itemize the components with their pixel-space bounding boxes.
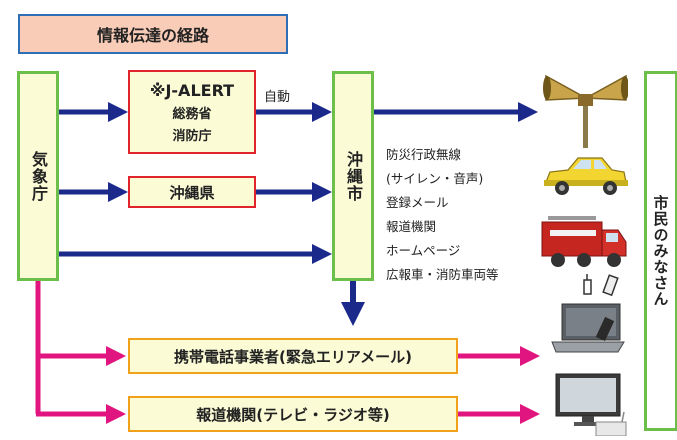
channel-item: 報道機関: [386, 219, 437, 234]
jalert-label: ※J-ALERT: [149, 80, 235, 100]
channel-item: 広報車・消防車両等: [386, 267, 499, 282]
jalert-agency: 消防庁: [172, 128, 212, 144]
mobile-phone-icon: [583, 274, 619, 297]
car-icon: [544, 157, 628, 195]
channel-item: (サイレン・音声): [386, 171, 484, 186]
loudspeaker-icon: [543, 74, 628, 148]
jma-box: 気象庁: [17, 71, 59, 281]
carriers-box: 携帯電話事業者(緊急エリアメール): [128, 338, 458, 374]
prefecture-box: 沖縄県: [128, 176, 256, 208]
media-box: 報道機関(テレビ・ラジオ等): [128, 396, 458, 432]
television-icon: [555, 373, 627, 436]
channel-list: 防災行政無線 (サイレン・音声) 登録メール 報道機関 ホームページ 広報車・消…: [386, 143, 499, 287]
laptop-icon: [551, 303, 625, 353]
city-box: 沖縄市: [332, 71, 374, 281]
fire-truck-icon: [541, 216, 627, 267]
citizens-box: 市民のみなさん: [644, 71, 677, 431]
channel-item: 登録メール: [386, 195, 449, 210]
channel-item: 防災行政無線: [386, 147, 462, 162]
jalert-ministry: 総務省: [172, 106, 212, 122]
diagram-title: 情報伝達の経路: [18, 14, 288, 54]
channel-item: ホームページ: [386, 243, 461, 258]
jalert-box: ※J-ALERT 総務省 消防庁: [128, 70, 256, 154]
auto-label: 自動: [264, 90, 291, 105]
